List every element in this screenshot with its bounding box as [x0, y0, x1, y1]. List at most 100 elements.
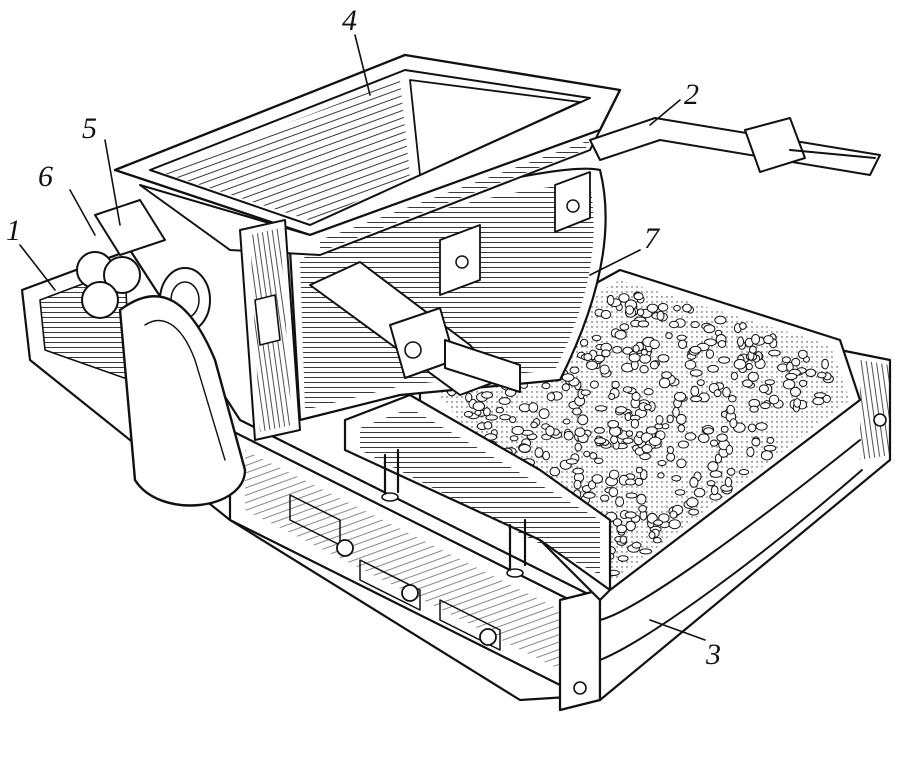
callout-6: 6 — [38, 160, 53, 193]
pellet — [781, 356, 791, 364]
pellet — [612, 346, 623, 354]
pellet — [763, 335, 774, 345]
pellet — [574, 442, 582, 452]
pellet — [797, 349, 808, 359]
pellet — [718, 356, 731, 364]
pellet — [610, 435, 619, 445]
pellet — [583, 353, 593, 361]
pellet — [594, 457, 604, 464]
pellet — [674, 489, 686, 496]
pellet — [589, 380, 599, 389]
pellet — [682, 303, 692, 313]
pellet — [495, 407, 504, 414]
pellet — [684, 432, 697, 441]
pellet — [745, 362, 753, 371]
pellet — [561, 383, 571, 392]
pellet — [790, 386, 801, 397]
pellet — [600, 309, 612, 320]
pellet — [646, 303, 659, 313]
pellet — [594, 437, 607, 445]
pellet — [785, 372, 798, 381]
pellet — [591, 474, 603, 484]
pellet — [698, 433, 710, 444]
pellet — [625, 492, 638, 499]
pellet — [707, 461, 719, 472]
pellet — [763, 444, 777, 452]
pellet — [622, 386, 633, 393]
pellet — [729, 418, 738, 429]
pellet — [630, 418, 640, 429]
pellet — [728, 395, 737, 403]
pellet — [817, 371, 827, 379]
pellet — [542, 450, 550, 461]
pellet — [822, 394, 831, 403]
pellet — [509, 416, 517, 424]
pellet — [633, 292, 644, 301]
pellet — [472, 401, 485, 412]
pellet — [546, 392, 556, 402]
pellet — [509, 435, 519, 442]
pellet — [580, 389, 591, 396]
pellet — [608, 487, 619, 498]
pellet — [622, 437, 634, 444]
pellet — [657, 303, 669, 312]
pellet — [760, 402, 771, 410]
pellet — [465, 392, 473, 403]
pellet — [760, 450, 773, 461]
pellet — [619, 323, 630, 331]
pellet — [530, 421, 538, 429]
pellet — [684, 360, 697, 370]
pellet — [628, 353, 641, 363]
pellet — [624, 511, 637, 519]
pellet — [625, 520, 636, 532]
pellet — [677, 424, 686, 433]
pellet — [730, 371, 739, 381]
pellet — [643, 388, 654, 396]
pellet — [709, 470, 723, 478]
pellet — [707, 364, 719, 373]
pellet — [726, 467, 736, 476]
pellet — [713, 389, 722, 398]
pellet — [722, 387, 731, 398]
pellet — [635, 466, 644, 474]
pellet — [609, 469, 620, 480]
pellet — [639, 548, 653, 555]
pellet — [625, 430, 634, 437]
pellet — [798, 379, 808, 387]
pellet — [639, 354, 652, 364]
pellet — [485, 414, 498, 421]
pellet — [594, 354, 605, 363]
pellet — [655, 415, 664, 425]
callout-7: 7 — [644, 222, 661, 255]
pellet — [726, 404, 736, 415]
pellet — [528, 402, 539, 413]
pellet — [666, 414, 674, 424]
pellet — [649, 360, 659, 370]
pellet — [534, 447, 544, 458]
pellet — [672, 406, 680, 418]
pellet — [589, 452, 598, 460]
pellet — [561, 373, 575, 382]
pellet — [634, 477, 644, 486]
pellet — [676, 458, 687, 469]
pellet — [768, 349, 781, 357]
pellet — [545, 425, 555, 437]
callout-4: 4 — [342, 4, 357, 37]
drive-unit — [76, 199, 301, 507]
pellet — [737, 336, 744, 347]
pellet — [586, 360, 598, 370]
pellet — [648, 531, 656, 539]
pellet — [572, 407, 582, 416]
pellet — [618, 293, 630, 303]
pellet — [657, 354, 670, 363]
pellet — [549, 466, 561, 477]
pellet — [614, 330, 627, 340]
pellet — [812, 397, 825, 406]
pellet — [652, 537, 662, 544]
pellet — [751, 334, 761, 345]
pellet — [582, 491, 596, 499]
pellet — [562, 418, 571, 425]
pellet — [749, 405, 759, 413]
pellet — [599, 364, 610, 375]
